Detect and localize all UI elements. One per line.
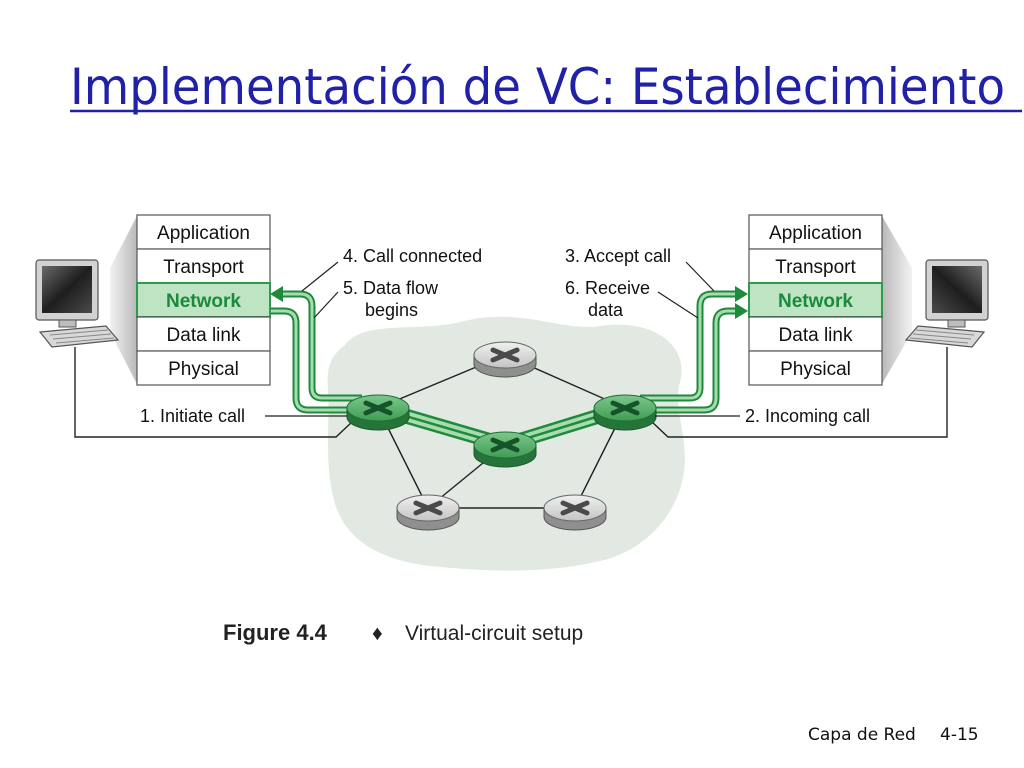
- router-gray-icon: [473, 341, 537, 378]
- vc-path-inner: [262, 309, 362, 412]
- right-protocol-stack: Application Transport Network Data link …: [748, 214, 883, 386]
- stack-layer-transport: [748, 248, 883, 284]
- leader-line: [657, 291, 699, 319]
- page-title: Implementación de VC: Establecimiento: [70, 58, 1005, 116]
- stack-layer-label: Data link: [779, 325, 853, 346]
- arrowhead-right-icon: [735, 303, 748, 319]
- step-label-initiate-call: 1. Initiate call: [140, 406, 245, 426]
- vc-path-right-upper: [640, 286, 748, 402]
- figure-caption: Virtual-circuit setup: [405, 622, 583, 645]
- stack-layer-label: Data link: [167, 325, 241, 346]
- right-host-access-link: [650, 347, 948, 438]
- step-label-data-flow-line2: begins: [365, 300, 418, 320]
- stack-layer-network: [136, 282, 271, 318]
- step-label-receive-data-line1: 6. Receive: [565, 278, 650, 298]
- caption-separator-icon: ♦: [372, 622, 383, 645]
- vc-path-right-lower: [640, 303, 748, 414]
- footer-page-number: 4-15: [940, 725, 979, 745]
- leader-line: [301, 261, 339, 292]
- arrowhead-left-icon: [270, 286, 283, 302]
- stack-layer-label: Application: [157, 223, 250, 244]
- step-label-receive-data-line2: data: [588, 300, 624, 320]
- computer-right-icon: [904, 259, 989, 348]
- router-gray-icon: [396, 494, 460, 531]
- leader-line: [313, 291, 339, 319]
- stack-layer-physical: [748, 350, 883, 386]
- stack-layer-label: Network: [166, 291, 241, 312]
- stack-layer-application: [136, 214, 271, 250]
- footer-section: Capa de Red: [808, 725, 916, 745]
- router-green-icon: [346, 394, 410, 431]
- stack-layer-data-link: [748, 316, 883, 352]
- left-protocol-stack: Application Transport Network Data link …: [136, 214, 271, 386]
- step-label-incoming-call: 2. Incoming call: [745, 406, 870, 426]
- stack-layer-label: Network: [778, 291, 853, 312]
- router-green-icon: [593, 394, 657, 431]
- router-gray-icon: [543, 494, 607, 531]
- stack-layer-application: [748, 214, 883, 250]
- router-green-icon: [473, 431, 537, 468]
- stack-layer-physical: [136, 350, 271, 386]
- step-label-data-flow-line1: 5. Data flow: [343, 278, 439, 298]
- leader-line: [685, 261, 715, 292]
- stack-layer-label: Transport: [163, 257, 244, 278]
- stack-layer-data-link: [136, 316, 271, 352]
- right-stack-wedge: [882, 216, 912, 384]
- vc-path-inner: [640, 309, 738, 412]
- left-stack-wedge: [110, 216, 137, 384]
- vc-path-inner: [280, 292, 362, 400]
- computer-left-icon: [35, 259, 120, 348]
- vc-path-left-return: [270, 286, 362, 402]
- stack-layer-label: Transport: [775, 257, 856, 278]
- step-label-call-connected: 4. Call connected: [343, 246, 482, 266]
- vc-path-inner: [640, 292, 738, 400]
- stack-layer-label: Physical: [168, 359, 239, 380]
- stack-layer-label: Physical: [780, 359, 851, 380]
- left-host-access-link: [74, 347, 354, 438]
- step-label-accept-call: 3. Accept call: [565, 246, 671, 266]
- stack-layer-network: [748, 282, 883, 318]
- arrowhead-right-icon: [735, 286, 748, 302]
- stack-layer-label: Application: [769, 223, 862, 244]
- figure-number: Figure 4.4: [223, 620, 328, 645]
